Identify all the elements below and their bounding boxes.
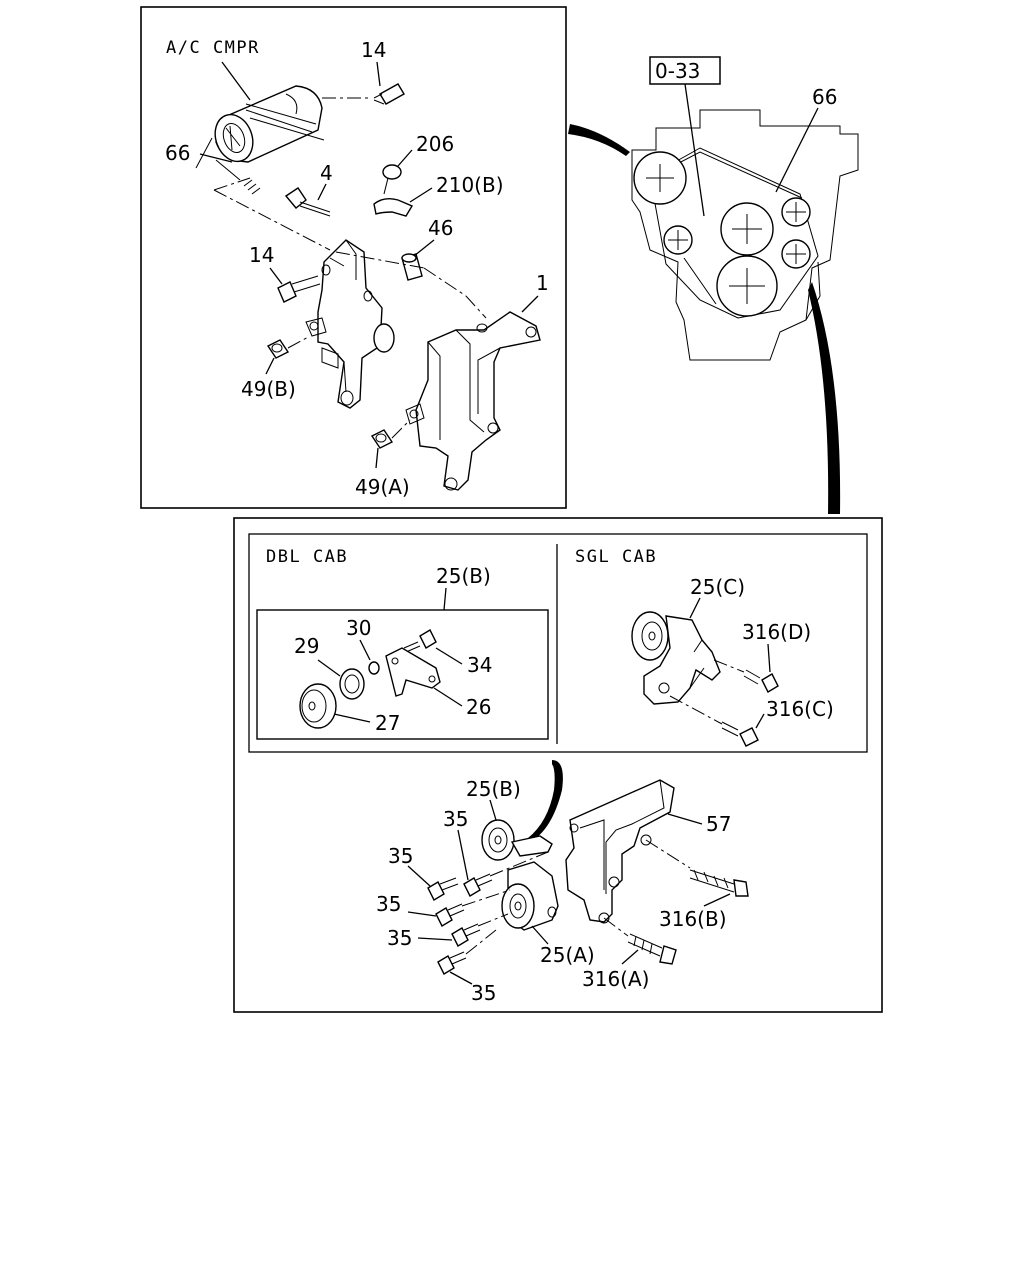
ac-compressor-caption: A/C CMPR bbox=[166, 38, 260, 58]
label-66-left: 66 bbox=[165, 141, 190, 165]
pulley-27 bbox=[299, 683, 337, 729]
bolt-4 bbox=[284, 187, 331, 217]
ref-box-label: 0-33 bbox=[655, 59, 700, 83]
label-49b: 49(B) bbox=[241, 377, 296, 401]
label-25c: 25(C) bbox=[690, 575, 745, 599]
label-35-c: 35 bbox=[376, 892, 401, 916]
bolt-316b bbox=[689, 869, 749, 897]
pulley-crank bbox=[716, 255, 778, 317]
bolt-35-c bbox=[435, 903, 465, 927]
leader-ac-caption bbox=[221, 61, 251, 101]
bolt-14-top bbox=[373, 83, 405, 105]
ac-compressor bbox=[195, 85, 325, 181]
bolt-316a bbox=[627, 933, 677, 965]
bolt-35-e bbox=[437, 951, 467, 975]
label-316d: 316(D) bbox=[742, 620, 811, 644]
callout-arrow-lower bbox=[808, 282, 841, 514]
clip-210b bbox=[373, 197, 414, 217]
tensioner-25a bbox=[501, 861, 559, 931]
bolt-35-b bbox=[427, 877, 459, 901]
callout-arrow-dbl bbox=[528, 760, 563, 842]
dbl-cab-section: DBL CAB 25(B) bbox=[256, 547, 549, 740]
pulley-center bbox=[720, 202, 774, 256]
label-25b-dbl: 25(B) bbox=[436, 564, 491, 588]
plate-26 bbox=[385, 647, 441, 697]
nut-49b bbox=[266, 339, 290, 359]
engine-belt-overview: 0-33 66 bbox=[568, 56, 859, 514]
tensioner-25c bbox=[631, 611, 721, 705]
label-14-mid: 14 bbox=[249, 243, 274, 267]
pulley-idler-left bbox=[663, 225, 693, 255]
pulley-idler-right-top bbox=[781, 197, 811, 227]
bolt-35-a bbox=[463, 873, 493, 897]
bracket-upper bbox=[305, 239, 395, 409]
spacer-46 bbox=[401, 253, 423, 281]
label-35-d: 35 bbox=[387, 926, 412, 950]
label-57: 57 bbox=[706, 812, 731, 836]
label-25b-assy: 25(B) bbox=[466, 777, 521, 801]
dbl-cab-caption: DBL CAB bbox=[266, 547, 348, 567]
label-206: 206 bbox=[416, 132, 454, 156]
bolt-316d bbox=[743, 669, 779, 693]
label-35-a: 35 bbox=[443, 807, 468, 831]
label-26: 26 bbox=[466, 695, 491, 719]
bolt-35-d bbox=[451, 923, 481, 947]
label-34: 34 bbox=[467, 653, 492, 677]
drive-belt-66 bbox=[649, 147, 819, 319]
label-316c: 316(C) bbox=[766, 697, 834, 721]
label-316b: 316(B) bbox=[659, 907, 727, 931]
sgl-cab-section: SGL CAB 25(C) 316(D) 316(C bbox=[575, 547, 834, 747]
bracket-57 bbox=[565, 779, 675, 924]
label-4: 4 bbox=[320, 161, 333, 185]
label-46: 46 bbox=[428, 216, 453, 240]
bolt-34 bbox=[403, 629, 437, 653]
label-49a: 49(A) bbox=[355, 475, 410, 499]
tensioner-assembly: 57 25(B) 25(A) bbox=[376, 777, 749, 1005]
label-14-top: 14 bbox=[361, 38, 386, 62]
label-25a: 25(A) bbox=[540, 943, 595, 967]
stud-206 bbox=[382, 164, 402, 195]
label-35-b: 35 bbox=[388, 844, 413, 868]
bracket-main-1 bbox=[405, 311, 541, 491]
label-66-right: 66 bbox=[812, 85, 837, 109]
tensioner-25b bbox=[481, 819, 553, 861]
nut-30 bbox=[368, 661, 380, 675]
label-27: 27 bbox=[375, 711, 400, 735]
bolt-14-mid bbox=[277, 275, 321, 303]
nut-49a bbox=[370, 429, 394, 449]
bolt-316c bbox=[721, 721, 759, 747]
label-35-e: 35 bbox=[471, 981, 496, 1005]
label-210b: 210(B) bbox=[436, 173, 504, 197]
ac-bracket-panel: A/C CMPR 14 66 206 bbox=[140, 6, 567, 509]
label-1: 1 bbox=[536, 271, 549, 295]
label-29: 29 bbox=[294, 634, 319, 658]
tensioner-panel: DBL CAB 25(B) bbox=[233, 517, 883, 1013]
label-316a: 316(A) bbox=[582, 967, 649, 991]
label-30: 30 bbox=[346, 616, 371, 640]
cover-29 bbox=[339, 668, 365, 700]
pulley-idler-right-bottom bbox=[781, 239, 811, 269]
sgl-cab-caption: SGL CAB bbox=[575, 547, 657, 567]
pulley-compressor bbox=[633, 151, 687, 205]
callout-arrow-upper bbox=[568, 124, 630, 156]
